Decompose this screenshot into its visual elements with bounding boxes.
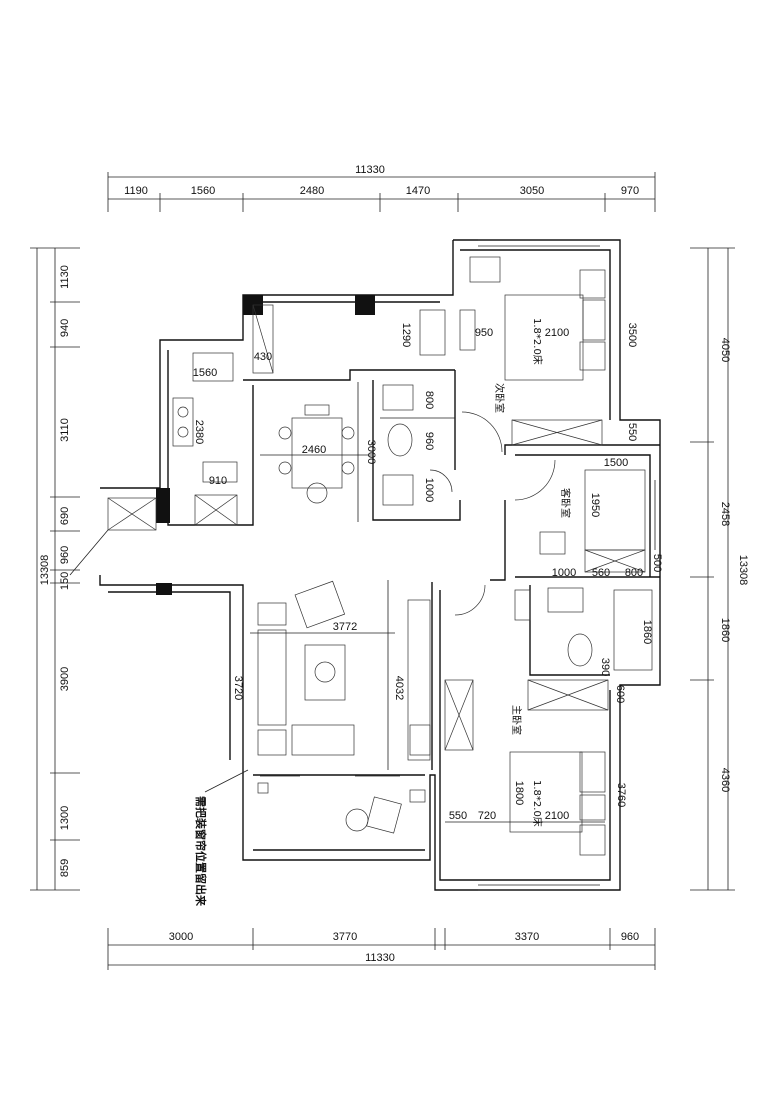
top-dim-6: 970 (621, 185, 639, 197)
right-dimension-chain: 4050 2458 1860 4360 13308 (690, 247, 749, 891)
dim-3000: 3000 (365, 440, 377, 464)
label-second-bedroom: 次卧室 (493, 383, 506, 413)
dim-1000: 1000 (423, 478, 435, 502)
left-dim-8: 1300 (59, 806, 71, 830)
bathroom-1-fixtures (380, 309, 476, 506)
dim-1560: 1560 (193, 367, 217, 379)
left-dim-9: 859 (59, 859, 71, 877)
bottom-dimension-chain: 3000 3770 3370 960 11330 (107, 928, 656, 970)
left-dim-2: 940 (59, 319, 71, 337)
dim-1290: 1290 (400, 323, 412, 347)
left-dim-3: 3110 (59, 418, 71, 442)
master-bedroom (444, 679, 609, 856)
right-dim-4: 4360 (719, 768, 731, 792)
dim-500: 500 (651, 554, 663, 572)
curtain-note-text: 需把装窗帘位置留出来 (194, 796, 208, 907)
dim-720: 720 (478, 810, 496, 822)
bottom-dim-3: 3370 (515, 931, 539, 943)
left-dim-4: 690 (59, 507, 71, 525)
label-bed-1: 1.8*2.0床 (531, 318, 544, 365)
dim-1000b: 1000 (552, 567, 576, 579)
second-bedroom (461, 256, 606, 453)
dim-1860: 1860 (641, 620, 653, 644)
label-bed-2: 1.8*2.0床 (531, 780, 544, 827)
left-dim-5: 960 (59, 546, 71, 564)
dim-390: 390 (599, 658, 611, 676)
dim-4032: 4032 (393, 676, 405, 700)
bottom-total-dim: 11330 (365, 952, 395, 964)
dim-550a: 550 (626, 423, 638, 441)
dim-3500: 3500 (626, 323, 638, 347)
dim-2100b: 2100 (545, 810, 569, 822)
dim-910: 910 (209, 475, 227, 487)
top-dim-1: 1190 (124, 185, 148, 197)
bottom-dim-2: 3770 (333, 931, 357, 943)
dim-1500: 1500 (604, 457, 628, 469)
left-dim-1: 1130 (59, 265, 71, 289)
top-total-dim: 11330 (355, 164, 385, 176)
right-dim-2: 2458 (719, 502, 731, 526)
right-total-dim: 13308 (737, 555, 749, 586)
top-dim-3: 2480 (300, 185, 324, 197)
dim-800: 800 (423, 391, 435, 409)
dim-430: 430 (254, 351, 272, 363)
dim-1800: 1800 (513, 781, 525, 805)
dim-600: 600 (614, 685, 626, 703)
right-dim-3: 1860 (719, 618, 731, 642)
bathroom-2-fixtures (454, 584, 653, 671)
label-guest-bedroom: 客卧室 (559, 488, 572, 518)
dim-1950: 1950 (589, 493, 601, 517)
dim-2380: 2380 (193, 420, 205, 444)
dim-2100a: 2100 (545, 327, 569, 339)
dim-960: 960 (423, 432, 435, 450)
room-labels: 次卧室 1.8*2.0床 客卧室 主卧室 1.8*2.0床 (493, 318, 572, 827)
top-dim-5: 3050 (520, 185, 544, 197)
top-dimension-chain: 11330 1190 1560 2480 1470 3050 970 (107, 164, 656, 212)
label-master-bedroom: 主卧室 (510, 705, 523, 735)
curtain-note: 需把装窗帘位置留出来 (194, 769, 249, 907)
right-dim-1: 4050 (719, 338, 731, 362)
interior-dimensions: 430 1560 2380 910 1290 800 960 1000 3000… (193, 323, 663, 823)
entry-cabinet (69, 494, 238, 576)
dining-table (278, 404, 355, 504)
dim-3760: 3760 (615, 783, 627, 807)
dim-800b: 800 (625, 567, 643, 579)
kitchen-fixtures (172, 304, 274, 483)
dim-950: 950 (475, 327, 493, 339)
bottom-dim-1: 3000 (169, 931, 193, 943)
column-4 (156, 583, 172, 595)
column-2 (355, 295, 375, 315)
top-dim-2: 1560 (191, 185, 215, 197)
guest-bedroom (514, 459, 646, 573)
left-dim-6: 150 (59, 572, 71, 590)
left-dim-7: 3900 (59, 667, 71, 691)
left-total-dim: 13308 (39, 555, 51, 586)
left-dimension-chain: 1130 940 3110 690 960 150 3900 1300 859 … (30, 247, 80, 891)
dim-560: 560 (592, 567, 610, 579)
dim-3772: 3772 (333, 621, 357, 633)
dim-550b: 550 (449, 810, 467, 822)
dim-3720: 3720 (232, 676, 244, 700)
dim-2460: 2460 (302, 444, 326, 456)
top-dim-4: 1470 (406, 185, 430, 197)
walls (99, 239, 661, 891)
living-room-furniture (257, 580, 431, 761)
column-3 (156, 488, 170, 523)
bottom-dim-4: 960 (621, 931, 639, 943)
balcony-furniture (257, 775, 426, 834)
